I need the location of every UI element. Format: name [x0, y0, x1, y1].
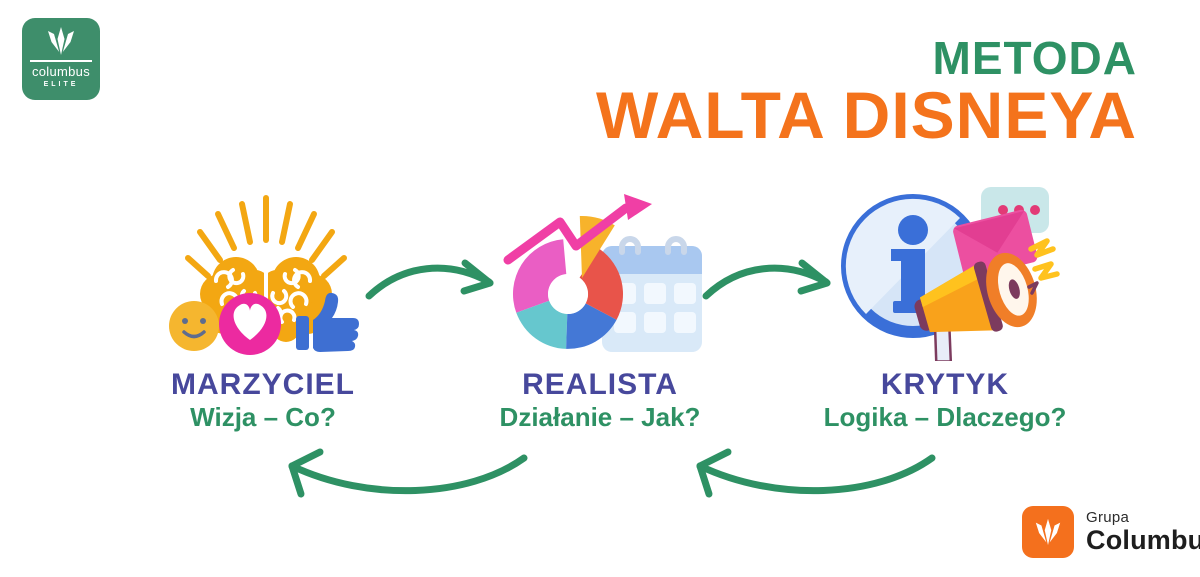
stage-label: REALISTA	[522, 368, 678, 401]
realist-chart-calendar-icon	[503, 194, 702, 352]
lightning-bolts-icon	[1027, 238, 1060, 295]
stage-marzyciel-art	[103, 185, 423, 361]
columbus-mark	[1022, 506, 1074, 558]
stage-question: Logika – Dlaczego?	[823, 402, 1067, 432]
stage-krytyk: KRYTYK Logika – Dlaczego?	[785, 185, 1105, 433]
stage-marzyciel: MARZYCIEL Wizja – Co?	[103, 185, 423, 433]
grupa-columbus-logo: Grupa Columbus	[1022, 506, 1200, 558]
columbus-trident-icon	[48, 27, 74, 55]
footer-brand-text: Grupa Columbus	[1086, 510, 1200, 554]
donut-chart-icon	[512, 215, 624, 349]
forward-arrow-icon	[365, 259, 494, 300]
calendar-icon	[602, 236, 702, 352]
smiley-icon	[169, 301, 219, 351]
footer-group-label: Grupa	[1086, 509, 1130, 526]
stage-realista: REALISTA Działanie – Jak?	[440, 185, 760, 433]
megaphone-icon	[914, 252, 1037, 361]
feedback-arrow-icon	[288, 448, 528, 498]
columbus-trident-icon	[1035, 518, 1061, 546]
title-kicker: METODA	[932, 32, 1137, 84]
stage-realista-art	[440, 185, 760, 361]
badge-tier-label: ELITE	[43, 81, 79, 88]
stage-label: KRYTYK	[880, 368, 1010, 401]
heart-reaction-icon	[219, 293, 281, 355]
stage-label: MARZYCIEL	[171, 368, 355, 401]
stage-question: Działanie – Jak?	[499, 402, 701, 432]
thumbs-up-icon	[296, 292, 359, 352]
badge-brand-name: columbus	[31, 64, 91, 79]
dreamer-brain-icon	[169, 195, 359, 355]
badge-divider	[30, 60, 92, 62]
critic-info-megaphone-icon	[841, 187, 1060, 361]
columbus-elite-badge: columbus ELITE	[22, 18, 100, 100]
forward-arrow-icon	[702, 259, 831, 300]
feedback-arrow-icon	[696, 448, 936, 498]
title-block: METODA WALTA DISNEYA	[595, 32, 1137, 153]
footer-brand-name: Columbus	[1086, 525, 1200, 555]
stage-krytyk-art	[785, 185, 1105, 361]
trend-arrow-icon	[503, 194, 652, 265]
stage-question: Wizja – Co?	[190, 402, 336, 432]
page-title: WALTA DISNEYA	[595, 78, 1137, 153]
